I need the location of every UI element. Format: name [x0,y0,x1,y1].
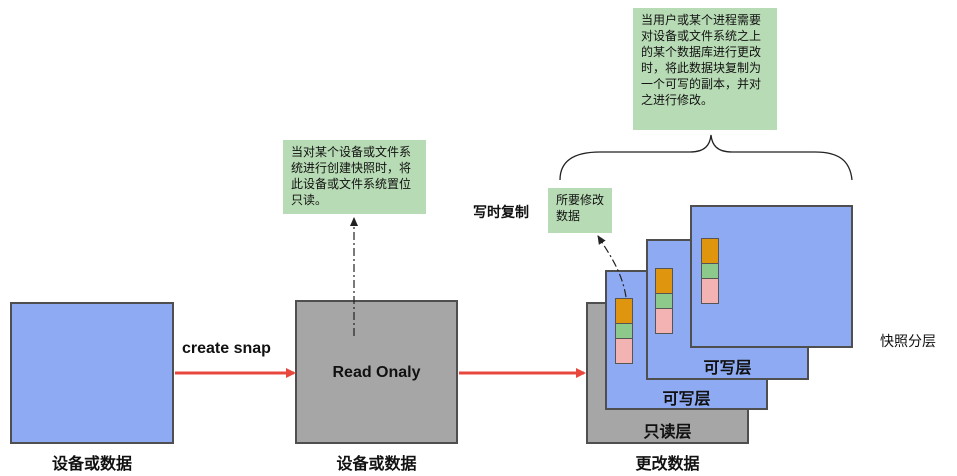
read-only-box: Read Onaly [295,300,458,444]
snapshot-note: 当对某个设备或文件系统进行创建快照时，将此设备或文件系统置位只读。 [283,140,426,214]
writable-layer-2-label: 可写层 [703,358,752,377]
snapshot-layers-label: 快照分层 [880,334,936,350]
read-only-layer-label: 只读层 [643,422,692,441]
create-snap-label: create snap [182,340,271,357]
change-data-caption: 更改数据 [635,454,700,473]
data-block-pink [701,278,719,304]
modify-data-note: 所要修改数据 [548,188,612,233]
data-block-pink [655,308,673,334]
read-only-text: Read Onaly [332,364,421,381]
device-box-left [10,302,174,444]
dashdot-to-modify-note [597,235,627,298]
top-note: 当用户或某个进程需要对设备或文件系统之上的某个数据库进行更改时，将此数据块复制为… [633,8,777,130]
writable-layer-1-label: 可写层 [662,389,711,408]
data-block-pink [615,338,633,364]
device-caption-middle: 设备或数据 [336,454,417,473]
copy-on-write-label: 写时复制 [473,205,529,221]
curly-brace [559,134,853,181]
device-caption-left: 设备或数据 [51,454,132,473]
